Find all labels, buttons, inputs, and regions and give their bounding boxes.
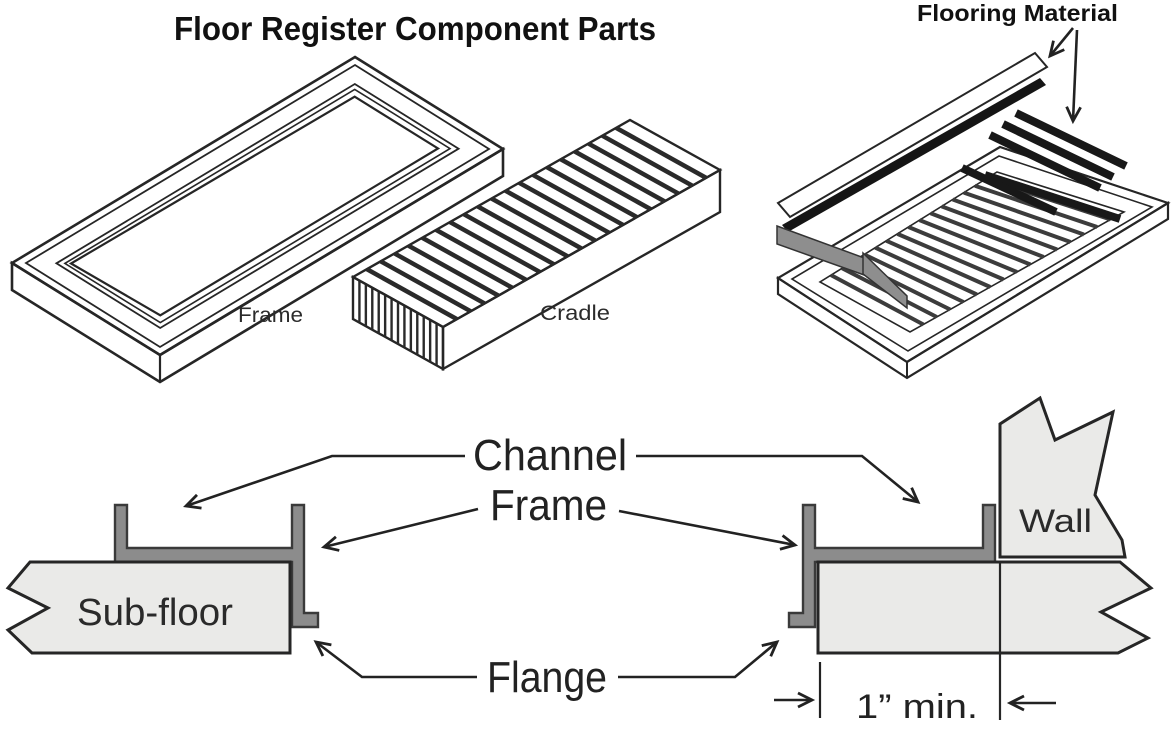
channel-frame-profile [113,503,320,629]
slat-line [863,252,965,304]
flooring-material-arrow [1048,27,1075,59]
cradle-end-stripes [358,280,438,366]
flooring-bar [960,164,1058,216]
slat-line [874,245,978,297]
channel-frame-profile [787,503,997,629]
sub-floor-block [5,560,292,655]
slat-line [601,133,694,188]
slat-line [615,125,708,180]
slat-line [448,220,542,275]
slat-line [476,204,569,259]
frame-part-drawing [9,55,506,384]
slat-line [407,243,500,298]
flange-label: Flange [487,653,607,702]
slat-line [504,188,597,243]
frame-section-label: Frame [490,481,607,530]
register-bracket-fin [862,251,908,310]
register-opening [818,171,1127,333]
flooring-bar [1014,109,1128,170]
channel-arrow-left [183,454,465,510]
flooring-material-arrow [1065,29,1082,125]
slat-line [573,149,666,204]
flooring-material-label: Flooring Material [917,0,1118,26]
flooring-bar [988,131,1102,192]
channel-label: Channel [473,431,627,480]
slat-line [918,218,1032,267]
sub-floor-block [816,560,1154,655]
slat-line [490,196,583,251]
slat-line [885,238,992,289]
frame-arrow-left [320,507,479,552]
slat-line [952,197,1072,244]
cradle-slats [365,125,708,322]
annotations: Channel Frame Flange 1” min. [183,431,1056,726]
sub-floor-label: Sub-floor [77,592,233,634]
slat-line [518,180,611,235]
slat-line [393,251,486,306]
slat-line [559,157,652,212]
wall-block [998,395,1127,559]
frame-arrow-right [618,509,799,551]
frame-part-label: Frame [238,304,303,327]
page-title: Floor Register Component Parts [174,10,656,47]
slat-line [365,267,458,322]
flooring-bar [1001,120,1115,181]
flange-arrow-left [313,640,477,679]
cross-section-left: Sub-floor [5,503,320,655]
frame-opening [68,95,441,317]
flooring-strip [776,51,1049,219]
slat-line [545,165,638,220]
slat-line [907,225,1018,274]
slat-line [963,190,1085,237]
frame-outer-rim [9,55,506,357]
flange-arrow-right [618,639,780,679]
slat-line [531,172,625,227]
slat-line [830,273,925,327]
cradle-part-drawing [350,118,723,372]
slat-line [587,141,680,196]
min-dimension-label: 1” min. [856,688,978,726]
channel-arrow-right [636,454,921,504]
cradle-part-label: Cradle [540,302,610,325]
flooring-strip-edge [782,78,1046,232]
slat-line [929,211,1045,259]
cradle-top-face [350,118,723,329]
slat-line [435,227,528,282]
assembled-register-drawing [775,27,1171,380]
wall-label: Wall [1019,503,1092,539]
slat-line [379,259,472,314]
register-frame-outline [775,145,1171,364]
cross-section-right: Wall [787,395,1154,720]
slat-line [896,232,1005,282]
slat-line [940,204,1058,252]
slat-line [462,212,555,267]
slat-line [421,235,514,290]
register-edge-band [983,171,1122,223]
